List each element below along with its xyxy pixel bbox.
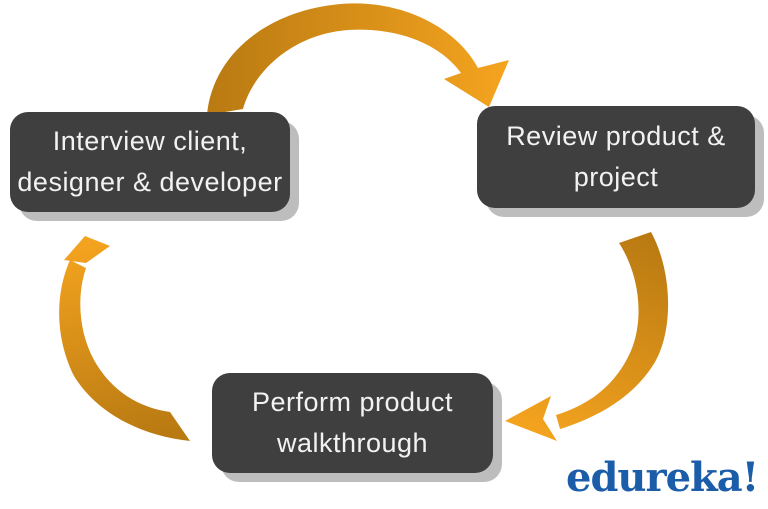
- node-label-line: Interview client,: [52, 126, 248, 156]
- node-perform-walkthrough: Perform product walkthrough: [212, 373, 493, 473]
- arrow-review-to-walkthrough-head: [505, 396, 557, 441]
- node-review-product: Review product & project: [477, 106, 755, 208]
- node-interview-client: Interview client, designer & developer: [10, 112, 290, 212]
- arrow-walkthrough-to-interview: [59, 236, 190, 441]
- edureka-logo: edureka!: [566, 454, 759, 501]
- arrow-walkthrough-to-interview-body: [59, 260, 190, 441]
- node-label-line: walkthrough: [276, 428, 429, 458]
- arrow-walkthrough-to-interview-head: [64, 236, 110, 263]
- node-label-line: Perform product: [251, 387, 454, 417]
- arrow-interview-to-review: [207, 3, 509, 116]
- node-label-line: Review product &: [506, 121, 726, 151]
- arrow-review-to-walkthrough: [505, 232, 669, 441]
- arrow-review-to-walkthrough-body: [556, 232, 669, 429]
- node-label-line: designer & developer: [17, 167, 283, 197]
- node-label-line: project: [573, 162, 659, 192]
